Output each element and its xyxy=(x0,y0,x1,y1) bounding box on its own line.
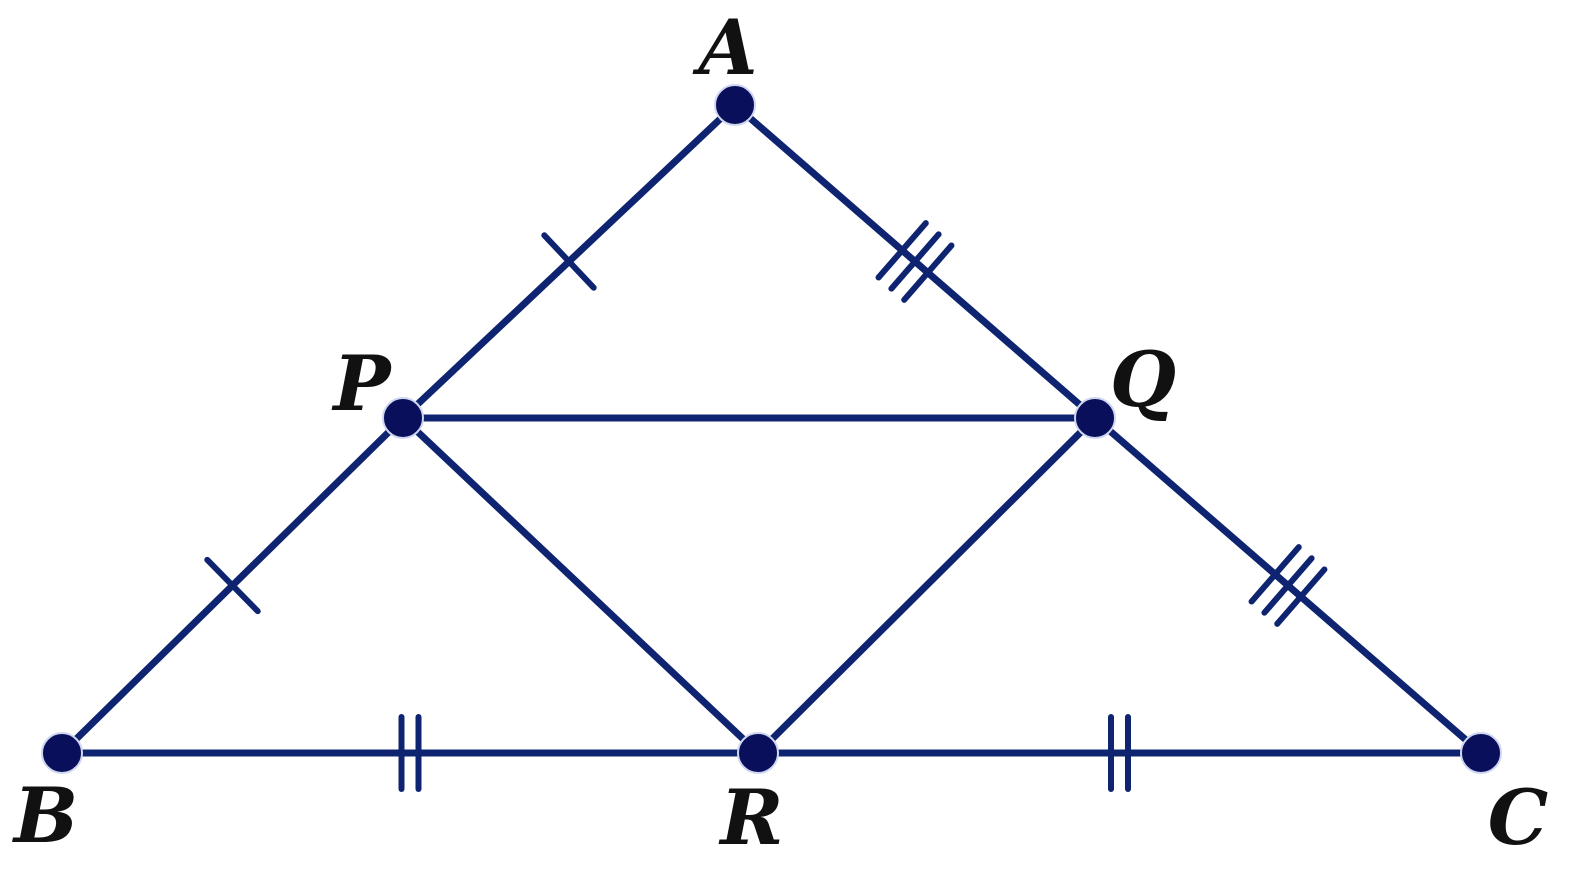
segment-pr xyxy=(399,414,762,757)
point-q xyxy=(1074,397,1116,439)
labels-group: A B C P Q R xyxy=(12,3,1548,862)
label-p: P xyxy=(331,339,392,428)
point-r xyxy=(737,732,779,774)
segment-qc-tick-mark xyxy=(1261,555,1315,616)
point-b xyxy=(41,732,83,774)
segment-qc-tick-mark xyxy=(1274,566,1328,627)
segment-pb-tick-mark xyxy=(204,556,261,615)
point-a xyxy=(714,84,756,126)
points-group xyxy=(41,84,1502,774)
label-c: C xyxy=(1488,773,1549,862)
label-r: R xyxy=(718,773,783,862)
segments-group xyxy=(58,101,1485,757)
label-q: Q xyxy=(1110,335,1176,424)
segment-qc-tick-mark xyxy=(1248,544,1302,605)
point-p xyxy=(382,397,424,439)
segment-qr xyxy=(754,414,1099,757)
tick-marks-group xyxy=(204,220,1328,792)
point-c xyxy=(1460,732,1502,774)
label-a: A xyxy=(693,3,758,92)
segment-aq-tick-mark xyxy=(875,220,929,281)
segment-ap-tick-mark xyxy=(541,232,597,291)
label-b: B xyxy=(12,771,78,860)
segment-aq-tick-mark xyxy=(888,231,942,292)
segment-aq-tick-mark xyxy=(901,242,955,303)
